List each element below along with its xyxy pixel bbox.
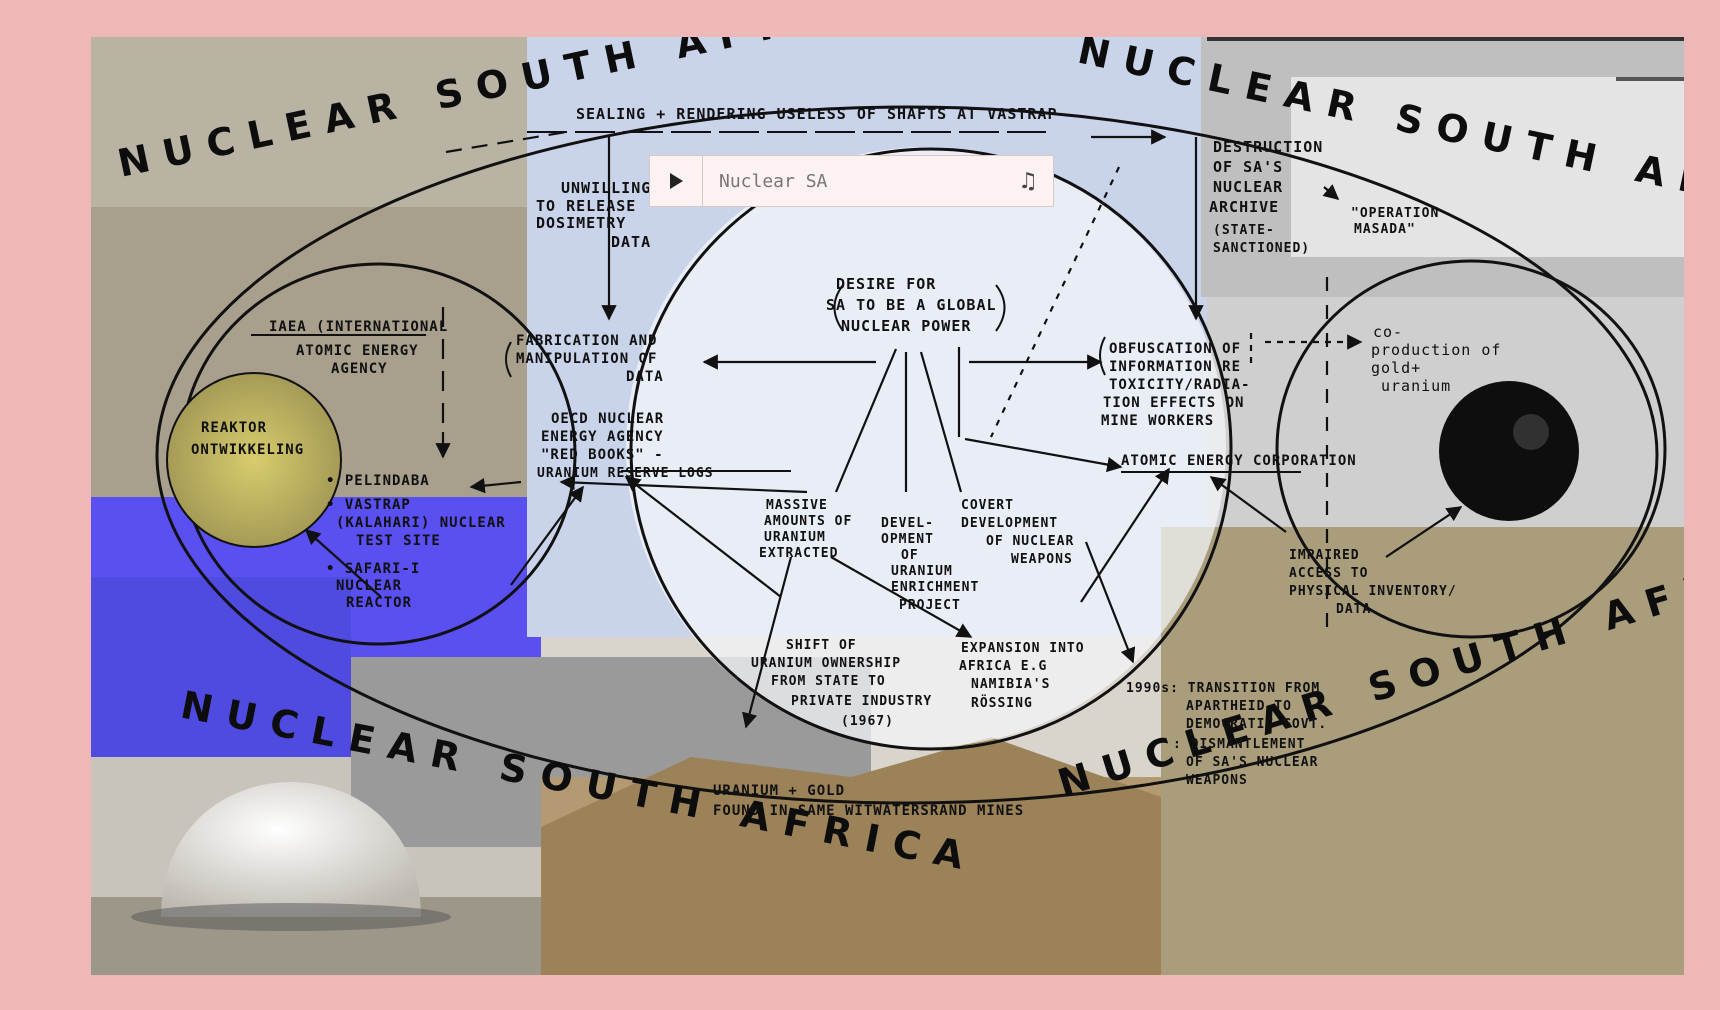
note-coproduction-3: gold+ xyxy=(1371,359,1421,377)
note-destruction-1: DESTRUCTION xyxy=(1213,138,1323,156)
note-covert-1: COVERT xyxy=(961,498,1014,513)
note-masada-1: "OPERATION xyxy=(1351,206,1439,221)
note-vastrap-3: TEST SITE xyxy=(356,533,441,549)
note-impaired-2: ACCESS TO xyxy=(1289,566,1368,581)
note-nineties-2: APARTHEID TO xyxy=(1186,699,1292,714)
note-impaired-1: IMPAIRED xyxy=(1289,548,1360,563)
note-oecd-4: URANIUM RESERVE LOGS xyxy=(537,466,714,481)
note-coproduction-2: production of xyxy=(1371,341,1501,359)
note-coproduction-4: uranium xyxy=(1381,377,1451,395)
note-shift-3: FROM STATE TO xyxy=(771,674,886,689)
note-unwilling-3: DOSIMETRY xyxy=(536,214,626,232)
note-nineties-5: OF SA'S NUCLEAR xyxy=(1186,755,1318,770)
note-devel-5: ENRICHMENT xyxy=(891,580,979,595)
note-covert-2: DEVELOPMENT xyxy=(961,516,1058,531)
audio-player: Nuclear SA ♫ xyxy=(649,155,1054,207)
note-destruction-4: ARCHIVE xyxy=(1209,198,1279,216)
note-massive-2: AMOUNTS OF xyxy=(764,514,852,529)
note-oecd-1: OECD NUCLEAR xyxy=(551,411,664,427)
diagram-lines xyxy=(155,105,1667,805)
note-expansion-4: RÖSSING xyxy=(971,695,1033,711)
note-impaired-4: DATA xyxy=(1336,602,1371,617)
note-obfuscation-1: OBFUSCATION OF xyxy=(1109,341,1241,357)
note-covert-3: OF NUCLEAR xyxy=(986,534,1074,549)
dome-image xyxy=(161,782,421,917)
diagram-arrows xyxy=(304,129,1463,729)
nuclear-south-africa-collage: NUCLEAR SOUTH AFRICA NUCLEAR SOUTH AFRIC… xyxy=(91,37,1684,975)
note-gold-1: URANIUM + GOLD xyxy=(713,783,845,799)
note-nineties-4: : DISMANTLEMENT xyxy=(1173,737,1305,752)
note-shift-5: (1967) xyxy=(841,714,894,729)
note-gold-2: FOUND IN SAME WITWATERSRAND MINES xyxy=(713,803,1024,819)
note-masada-2: MASADA" xyxy=(1354,222,1416,237)
note-devel-2: OPMENT xyxy=(881,532,934,547)
note-expansion-3: NAMIBIA'S xyxy=(971,677,1050,692)
note-unwilling-1: UNWILLING xyxy=(561,179,651,197)
play-icon xyxy=(669,173,683,189)
note-expansion-1: EXPANSION INTO xyxy=(961,641,1085,656)
note-fabrication-1: FABRICATION AND xyxy=(516,333,657,349)
note-unwilling-4: DATA xyxy=(611,233,651,251)
track-title: Nuclear SA xyxy=(719,170,828,192)
note-reaktor-1: REAKTOR xyxy=(201,420,267,436)
note-sealing: SEALING + RENDERING USELESS OF SHAFTS AT… xyxy=(576,105,1057,123)
note-obfuscation-5: MINE WORKERS xyxy=(1101,413,1214,429)
note-shift-4: PRIVATE INDUSTRY xyxy=(791,694,932,709)
note-safari-3: REACTOR xyxy=(346,595,412,611)
note-iaea-3: AGENCY xyxy=(331,361,388,377)
note-vastrap-1: • VASTRAP xyxy=(326,497,411,513)
note-shift-2: URANIUM OWNERSHIP xyxy=(751,656,901,671)
note-destruction-2: OF SA'S xyxy=(1213,158,1283,176)
note-expansion-2: AFRICA E.G xyxy=(959,659,1047,674)
note-oecd-2: ENERGY AGENCY xyxy=(541,429,664,445)
play-button[interactable] xyxy=(650,156,703,206)
note-shift-1: SHIFT OF xyxy=(786,638,857,653)
note-massive-1: MASSIVE xyxy=(766,498,828,513)
note-obfuscation-2: INFORMATION RE xyxy=(1109,359,1241,375)
note-obfuscation-4: TION EFFECTS ON xyxy=(1103,395,1244,411)
note-iaea-2: ATOMIC ENERGY xyxy=(296,343,419,359)
note-unwilling-2: TO RELEASE xyxy=(536,197,636,215)
note-devel-4: URANIUM xyxy=(891,564,953,579)
note-nineties-1: 1990s: TRANSITION FROM xyxy=(1126,681,1320,696)
note-desire-3: NUCLEAR POWER xyxy=(841,317,971,335)
note-oecd-3: "RED BOOKS" - xyxy=(541,447,664,463)
note-reaktor-2: ONTWIKKELING xyxy=(191,442,304,458)
note-destruction-5: (STATE- xyxy=(1213,223,1275,238)
note-pelindaba: • PELINDABA xyxy=(326,473,430,489)
note-obfuscation-3: TOXICITY/RADIA- xyxy=(1109,377,1250,393)
note-covert-4: WEAPONS xyxy=(1011,552,1073,567)
note-nineties-6: WEAPONS xyxy=(1186,773,1248,788)
note-massive-4: EXTRACTED xyxy=(759,546,838,561)
music-note-icon[interactable]: ♫ xyxy=(1018,168,1038,194)
note-fabrication-3: DATA xyxy=(626,369,664,385)
note-vastrap-2: (KALAHARI) NUCLEAR xyxy=(336,515,506,531)
note-safari-1: • SAFARI-I xyxy=(326,561,420,577)
note-aec: ATOMIC ENERGY CORPORATION xyxy=(1121,453,1357,469)
note-nineties-3: DEMOCRATIC GOVT. xyxy=(1186,717,1327,732)
note-coproduction-1: co- xyxy=(1373,323,1403,341)
note-destruction-3: NUCLEAR xyxy=(1213,178,1283,196)
note-devel-1: DEVEL- xyxy=(881,516,934,531)
note-destruction-6: SANCTIONED) xyxy=(1213,241,1310,256)
note-devel-3: OF xyxy=(901,548,919,563)
note-safari-2: NUCLEAR xyxy=(336,578,402,594)
note-devel-6: PROJECT xyxy=(899,598,961,613)
note-iaea-1: IAEA (INTERNATIONAL xyxy=(269,319,448,335)
note-impaired-3: PHYSICAL INVENTORY/ xyxy=(1289,584,1457,599)
note-desire-2: SA TO BE A GLOBAL xyxy=(826,296,997,314)
note-massive-3: URANIUM xyxy=(764,530,826,545)
note-fabrication-2: MANIPULATION OF xyxy=(516,351,657,367)
note-desire-1: DESIRE FOR xyxy=(836,275,936,293)
